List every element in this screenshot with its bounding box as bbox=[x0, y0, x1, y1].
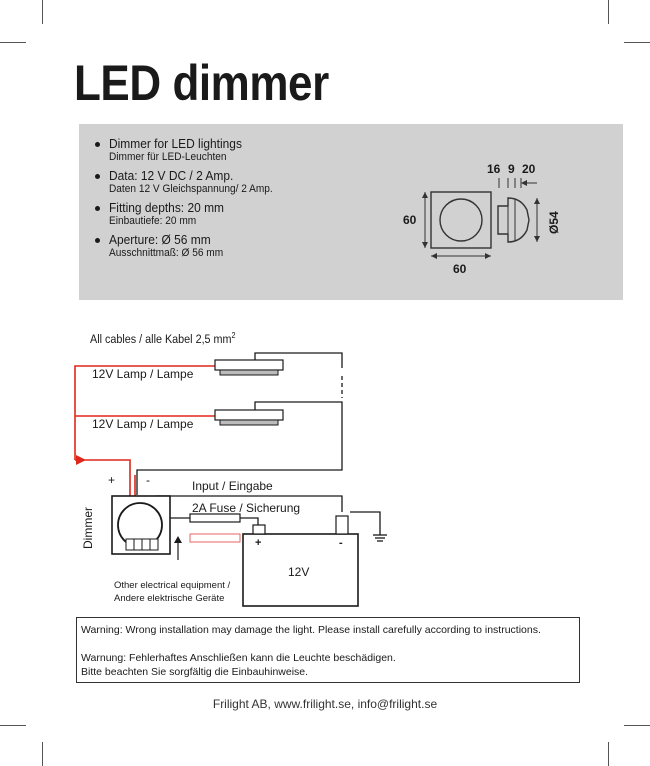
black-wire bbox=[136, 401, 343, 495]
dim-label-depth-1: 16 bbox=[487, 162, 501, 176]
fuse-wire bbox=[240, 517, 259, 525]
warning-box: Warning: Wrong installation may damage t… bbox=[76, 617, 580, 683]
dimmer-label: Dimmer bbox=[81, 507, 95, 549]
dimmer-side-profile bbox=[497, 197, 530, 243]
fuse-symbol-other bbox=[189, 533, 241, 543]
crop-mark bbox=[624, 725, 650, 726]
lamp-2 bbox=[214, 409, 284, 426]
dimmer-plus-label: + bbox=[108, 473, 115, 487]
footer-contact: Frilight AB, www.frilight.se, info@frili… bbox=[212, 697, 438, 711]
red-wire bbox=[74, 365, 215, 460]
warning-german-1: Warnung: Fehlerhaftes Anschließen kann d… bbox=[81, 652, 396, 664]
fuse-label: 2A Fuse / Sicherung bbox=[192, 501, 300, 515]
page-title: LED dimmer bbox=[74, 55, 329, 111]
wiring-diagram: All cables / alle Kabel 2,5 mm2 12V Lamp… bbox=[74, 331, 387, 607]
battery-minus-label: - bbox=[339, 537, 343, 549]
warning-german-2: Bitte beachten Sie sorgfältig die Einbau… bbox=[81, 666, 309, 678]
spec-item: Dimmer for LED lightings Dimmer für LED-… bbox=[95, 136, 287, 164]
black-wire bbox=[254, 352, 343, 368]
spec-item: Fitting depths: 20 mm Einbautiefe: 20 mm bbox=[95, 200, 287, 228]
crop-mark bbox=[0, 725, 26, 726]
dimmer-front-outline bbox=[430, 191, 492, 249]
crop-mark bbox=[0, 42, 26, 43]
spec-item: Aperture: Ø 56 mm Ausschnittmaß: Ø 56 mm bbox=[95, 232, 287, 260]
crop-mark bbox=[608, 742, 609, 766]
crop-mark bbox=[42, 742, 43, 766]
other-equipment-line-1: Other electrical equipment / bbox=[114, 580, 231, 591]
lamp-1-label: 12V Lamp / Lampe bbox=[92, 367, 194, 381]
red-arrow bbox=[76, 455, 86, 465]
spec-german: Ausschnittmaß: Ø 56 mm bbox=[109, 247, 224, 259]
battery bbox=[242, 515, 359, 607]
spec-german: Daten 12 V Gleichspannung/ 2 Amp. bbox=[109, 183, 273, 195]
dim-label-depth-3: 20 bbox=[522, 162, 536, 176]
spec-english: Aperture: Ø 56 mm bbox=[109, 232, 211, 247]
other-equipment-line-2: Andere elektrische Geräte bbox=[114, 593, 224, 604]
spec-english: Data: 12 V DC / 2 Amp. bbox=[109, 168, 234, 183]
dim-label-depth-2: 9 bbox=[508, 162, 515, 176]
spec-item: Data: 12 V DC / 2 Amp. Daten 12 V Gleich… bbox=[95, 168, 287, 196]
spec-german: Dimmer für LED-Leuchten bbox=[109, 151, 227, 163]
cables-label: All cables / alle Kabel 2,5 mm2 bbox=[90, 331, 236, 347]
battery-voltage-label: 12V bbox=[288, 565, 309, 579]
battery-plus-label: + bbox=[255, 537, 261, 549]
crop-mark bbox=[608, 0, 609, 24]
fuse-symbol bbox=[189, 513, 241, 523]
lamp-2-label: 12V Lamp / Lampe bbox=[92, 417, 194, 431]
spec-german: Einbautiefe: 20 mm bbox=[109, 215, 197, 227]
warning-english: Warning: Wrong installation may damage t… bbox=[81, 624, 541, 636]
knob-outline bbox=[439, 198, 483, 242]
spec-english: Fitting depths: 20 mm bbox=[109, 200, 224, 215]
spec-box: Dimmer for LED lightings Dimmer für LED-… bbox=[79, 124, 623, 300]
crop-mark bbox=[42, 0, 43, 24]
input-label: Input / Eingabe bbox=[192, 479, 273, 493]
dimension-drawing: 60 60 16 9 20 Ø54 bbox=[403, 162, 561, 276]
dim-label-diameter: Ø54 bbox=[547, 211, 561, 234]
spec-list: Dimmer for LED lightings Dimmer für LED-… bbox=[95, 136, 287, 264]
dimmer-minus-label: - bbox=[146, 473, 150, 487]
crop-mark bbox=[624, 42, 650, 43]
dim-label-height: 60 bbox=[403, 213, 417, 227]
dimmer-unit bbox=[111, 495, 171, 555]
lamp-1 bbox=[214, 359, 284, 376]
spec-english: Dimmer for LED lightings bbox=[109, 136, 242, 151]
ground-wire bbox=[350, 511, 381, 535]
dim-label-width: 60 bbox=[453, 262, 467, 276]
